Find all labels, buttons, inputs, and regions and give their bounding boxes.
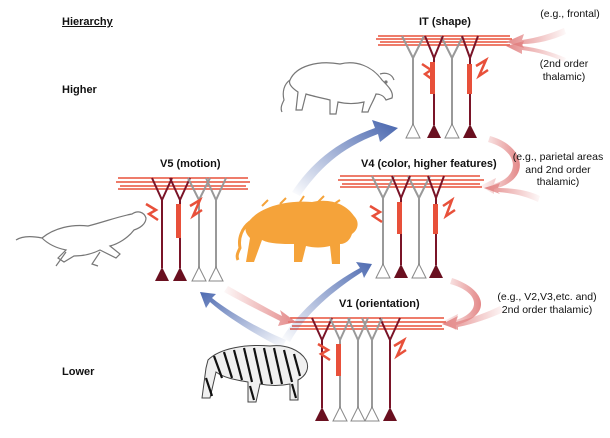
higher-level-label: Higher — [62, 84, 97, 96]
input-parietal-note: (e.g., parietal areas and 2nd order thal… — [512, 151, 604, 188]
v1-neurons — [311, 317, 407, 422]
area-v1-label: V1 (orientation) — [339, 298, 420, 310]
tiger-orange-icon — [235, 195, 358, 264]
hierarchy-title: Hierarchy — [62, 16, 113, 28]
v4-neurons — [369, 175, 456, 279]
v5-layer-lines — [116, 177, 250, 190]
input-it-thalamic-note: (2nd order thalamic) — [539, 58, 589, 83]
area-v5-label: V5 (motion) — [160, 158, 221, 170]
feedback-arrows — [224, 28, 566, 330]
tiger-striped-icon — [201, 345, 309, 403]
lower-level-label: Lower — [62, 366, 95, 378]
feedforward-arrows — [200, 120, 398, 348]
cat-running-icon — [15, 211, 147, 267]
input-frontal-note: (e.g., frontal) — [540, 8, 600, 20]
area-v4-label: V4 (color, higher features) — [361, 158, 497, 170]
area-it-label: IT (shape) — [419, 16, 471, 28]
input-v2v3-note: (e.g., V2,V3,etc. and) 2nd order thalami… — [497, 291, 597, 316]
v5-neurons — [145, 177, 227, 282]
it-neurons — [401, 35, 489, 139]
lion-outline-icon — [280, 62, 395, 115]
